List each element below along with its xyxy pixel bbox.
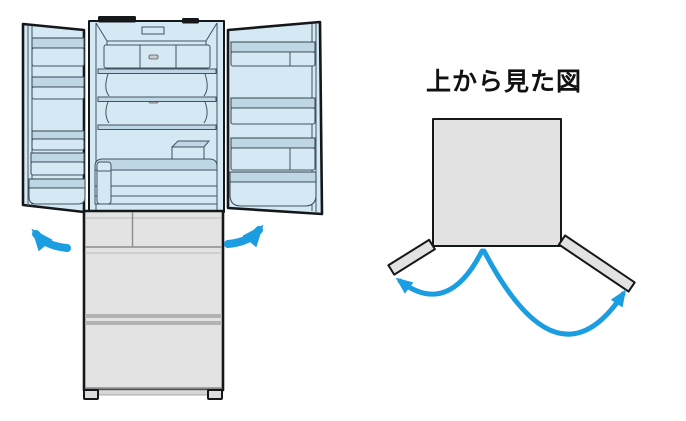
- fridge-front-view: [21, 16, 324, 400]
- door-bucket: [229, 171, 317, 183]
- base-kickplate: [91, 389, 215, 396]
- door-bin: [230, 41, 316, 53]
- door-bin: [31, 86, 85, 100]
- top-hinge-cover: [98, 16, 136, 23]
- top-view-left-swing-arrow-icon: [395, 248, 485, 297]
- door-bin: [230, 107, 316, 125]
- left-door-open: [21, 22, 86, 214]
- glass-shelf: [97, 96, 217, 102]
- door-bucket: [28, 178, 86, 189]
- drawer-handle-groove: [85, 314, 222, 318]
- glass-shelf: [97, 124, 217, 130]
- door-bin: [31, 138, 85, 151]
- door-bucket: [28, 187, 86, 205]
- top-view-right-door: [557, 234, 636, 293]
- ceiling-vent: [141, 26, 165, 35]
- door-bin: [31, 37, 85, 49]
- fridge-top-view: [387, 118, 636, 337]
- top-hinge-cover: [182, 18, 199, 24]
- drawer-handle-groove: [85, 321, 222, 325]
- cabinet-interior: [88, 20, 225, 213]
- door-bin: [30, 161, 85, 176]
- top-view-left-door: [387, 238, 436, 276]
- door-bin: [31, 47, 85, 67]
- door-bin: [230, 51, 316, 67]
- chilled-case-lip: [94, 158, 218, 171]
- door-bin: [31, 130, 85, 140]
- right-door-swing-arrow-icon: [224, 224, 264, 248]
- sensor-chip: [148, 54, 159, 60]
- left-door-swing-arrow-icon: [31, 228, 71, 252]
- freezer-drawers-body: [82, 209, 225, 400]
- foot: [83, 389, 99, 400]
- glass-shelf: [97, 68, 217, 74]
- foot: [207, 389, 223, 400]
- chilled-case: [94, 169, 218, 205]
- water-tank: [96, 161, 112, 205]
- door-bucket: [229, 181, 317, 207]
- top-view-right-swing-arrow-icon: [481, 248, 627, 337]
- top-view-cabinet: [432, 118, 562, 247]
- door-bin: [230, 137, 316, 149]
- door-bin: [31, 76, 85, 88]
- door-bin: [30, 152, 85, 163]
- door-bin: [230, 147, 316, 171]
- top-view-title: 上から見た図: [426, 68, 583, 96]
- small-case-top: [170, 140, 211, 148]
- top-shelf-case: [103, 44, 211, 69]
- right-door-open: [226, 20, 324, 216]
- door-bin: [230, 97, 316, 109]
